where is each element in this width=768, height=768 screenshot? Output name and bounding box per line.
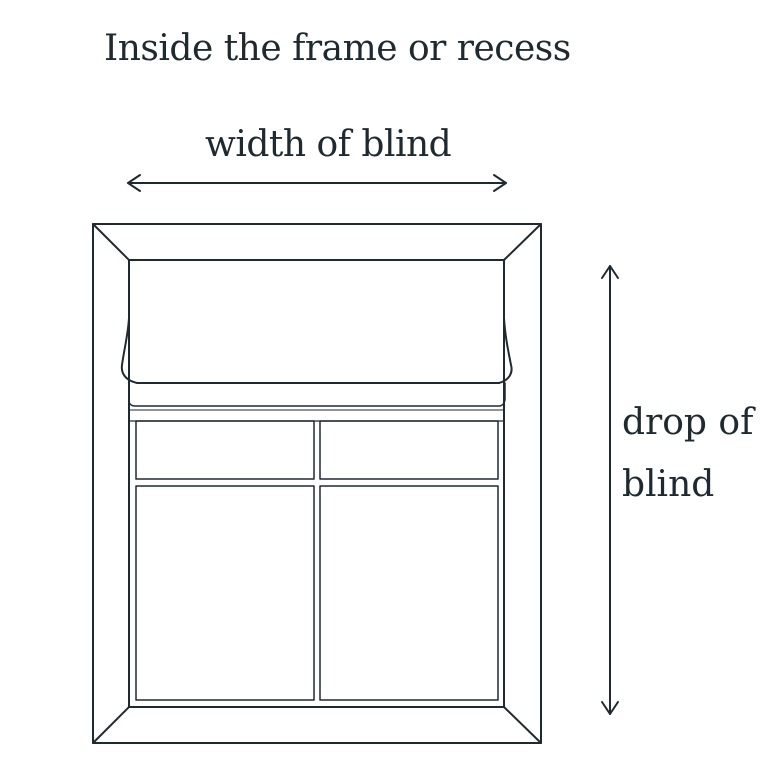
width-label: width of blind	[205, 124, 452, 165]
drop-arrow	[601, 265, 619, 715]
drop-label-line2: blind	[622, 464, 715, 505]
width-arrow	[127, 174, 507, 192]
drop-label-line1: drop of	[622, 402, 754, 443]
drop-label: drop of blind	[622, 392, 753, 516]
roman-blind	[120, 317, 513, 411]
window-sash	[128, 420, 505, 701]
recess-frame	[92, 223, 542, 744]
diagram-title: Inside the frame or recess	[104, 28, 571, 69]
